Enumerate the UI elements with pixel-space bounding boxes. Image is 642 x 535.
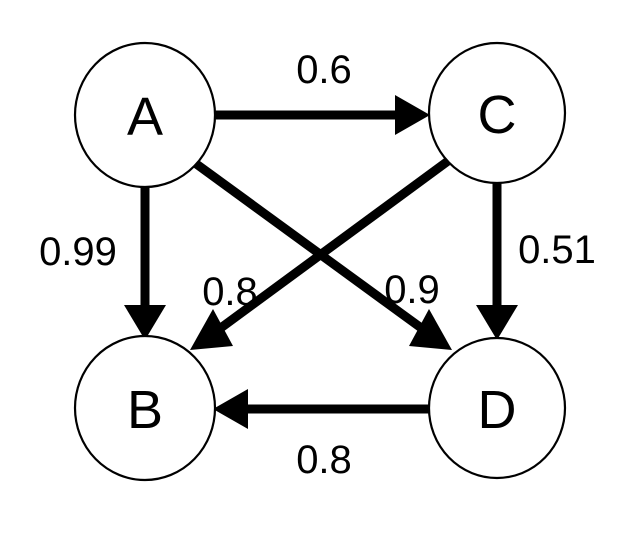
edge-weight-a-to-c: 0.6 [296,48,352,92]
edge-c-to-b-line [215,157,451,334]
node-d[interactable]: D [427,336,567,480]
node-a[interactable]: A [73,41,217,189]
node-d-label: D [478,380,517,440]
edge-weight-c-to-b: 0.8 [202,270,258,314]
edge-c-to-d [476,182,518,340]
node-c-shape[interactable] [427,41,567,185]
edge-a-to-d-arrowhead [409,309,452,350]
node-a-shape[interactable] [73,41,217,189]
node-b-label: B [127,380,163,440]
edge-weight-a-to-b: 0.99 [39,230,117,274]
node-c[interactable]: C [427,41,567,185]
edge-a-to-c [214,95,430,135]
edge-d-to-b-arrowhead [213,389,248,429]
node-a-label: A [127,87,163,147]
edge-c-to-b [190,157,451,350]
node-b[interactable]: B [73,334,217,482]
edge-weight-d-to-b: 0.8 [296,438,352,482]
edge-weight-a-to-d: 0.9 [384,268,440,312]
edge-a-to-c-arrowhead [395,95,430,135]
edge-a-to-b [124,186,166,340]
node-d-shape[interactable] [427,336,567,480]
edge-a-to-b-arrowhead [124,305,166,340]
node-b-shape[interactable] [73,334,217,482]
edge-a-to-d [192,159,452,350]
node-c-label: C [478,85,517,145]
edge-d-to-b [213,389,430,429]
edge-c-to-b-arrowhead [190,309,233,350]
edge-weight-c-to-d: 0.51 [518,228,596,272]
edge-c-to-d-arrowhead [476,305,518,340]
edge-a-to-d-line [192,159,427,334]
